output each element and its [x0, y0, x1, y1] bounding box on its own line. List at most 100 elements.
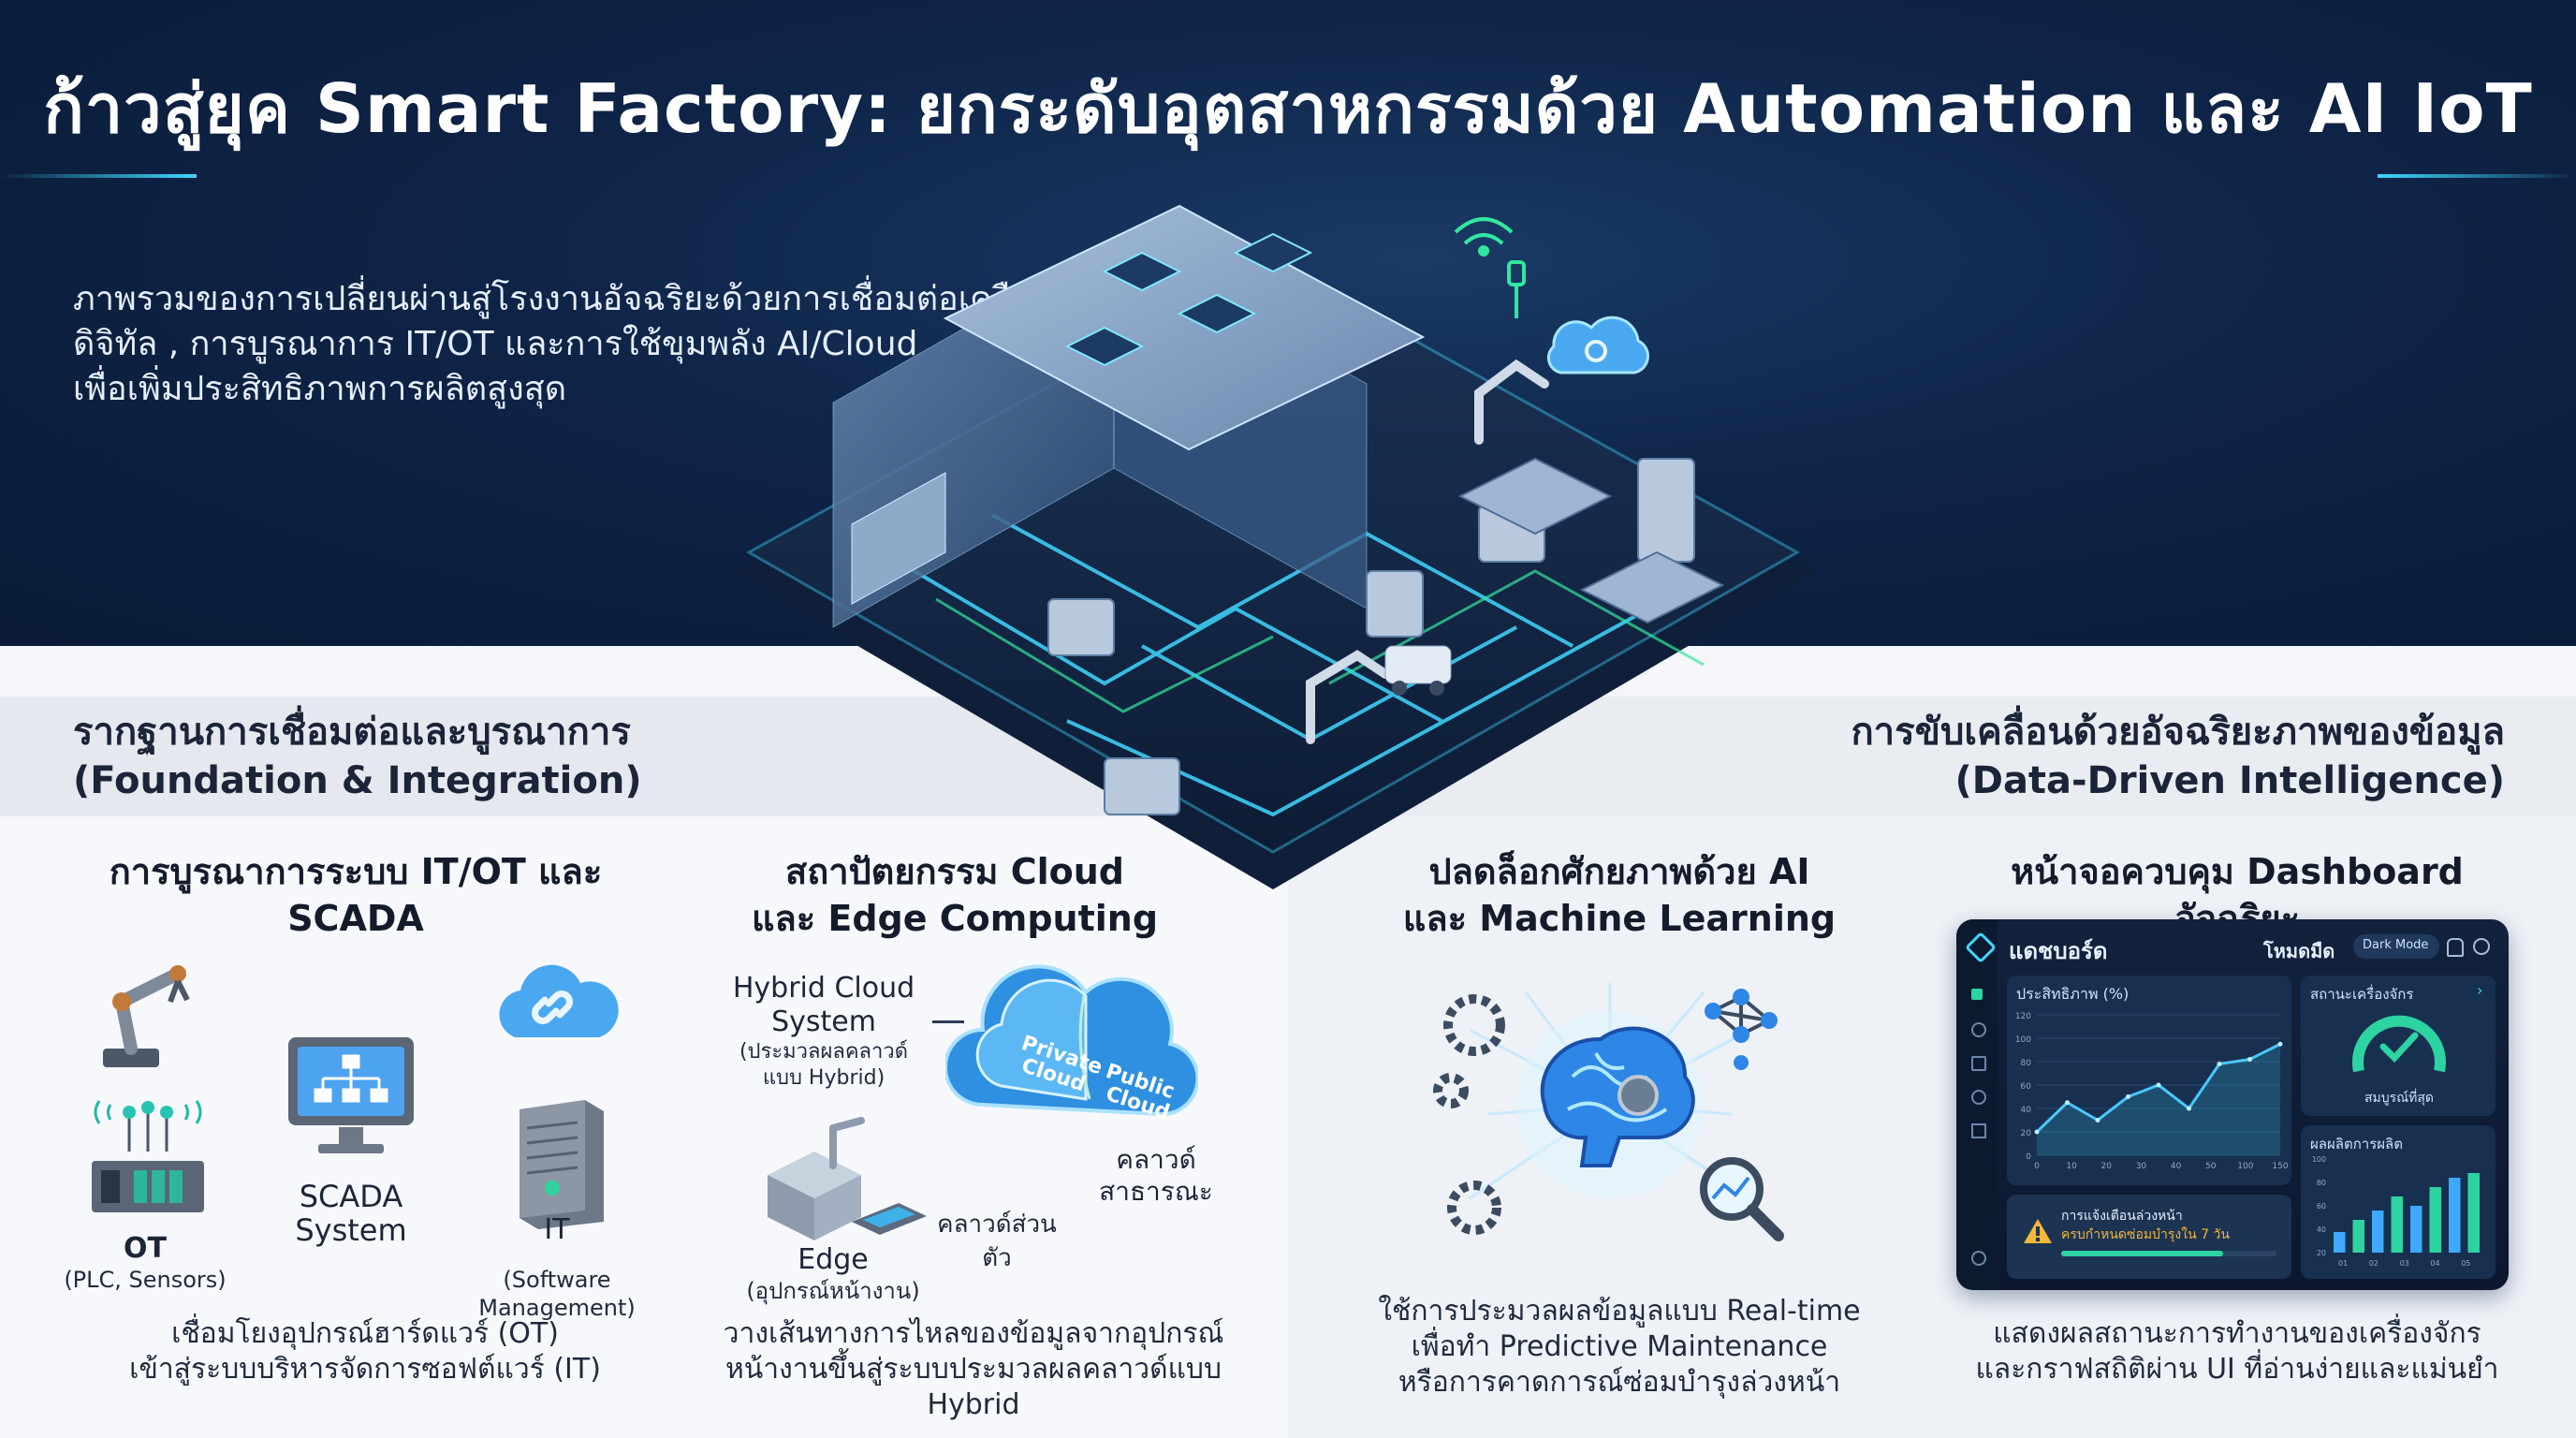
- scada-label-line: SCADA: [299, 1179, 403, 1214]
- sidebar-nav-icon[interactable]: [1971, 1123, 1986, 1138]
- y-tick-label: 60: [2021, 1082, 2032, 1092]
- machine-status-panel: [2301, 976, 2496, 1116]
- dashboard-sidebar: [1956, 919, 1998, 1290]
- ai-caption-line: เพื่อทำ Predictive Maintenance: [1411, 1330, 1828, 1363]
- sidebar-nav-icon[interactable]: [1971, 1022, 1986, 1037]
- output-bar: [2467, 1173, 2480, 1253]
- output-label: ผลผลิตการผลิต: [2310, 1136, 2403, 1152]
- efficiency-label: ประสิทธิภาพ (%): [2016, 985, 2130, 1003]
- x-tick-label: 50: [2205, 1162, 2217, 1171]
- efficiency-point: [2065, 1100, 2070, 1106]
- intelligence-heading-en: (Data-Driven Intelligence): [1954, 759, 2505, 802]
- output-bar: [2334, 1232, 2346, 1253]
- ai-title-line: ปลดล็อกศักยภาพด้วย AI: [1428, 851, 1810, 892]
- hybrid-cloud-icon: Private Cloud Public Cloud: [945, 964, 1198, 1124]
- maintenance-alert[interactable]: [2007, 1195, 2291, 1279]
- hybrid-cloud-sub-line: (ประมวลผลคลาวด์: [739, 1040, 909, 1064]
- gear-icon: [1433, 1073, 1469, 1108]
- output-bar: [2352, 1220, 2364, 1253]
- garage-door: [851, 472, 946, 605]
- output-x-tick: 03: [2400, 1259, 2409, 1268]
- efficiency-point: [2156, 1082, 2161, 1088]
- itot-title: การบูรณาการระบบ IT/OT และ SCADA: [109, 851, 603, 939]
- output-x-tick: 04: [2430, 1259, 2439, 1268]
- dashboard-mockup: แดชบอร์ด โหมดมืด Dark Mode ประสิทธิภาพ (…: [1956, 919, 2509, 1290]
- machine-unit: [1047, 598, 1115, 656]
- x-tick-label: 40: [2171, 1162, 2182, 1171]
- private-cloud-label: คลาวด์ส่วนตัว: [937, 1211, 1057, 1272]
- it-label: IT: [544, 1213, 570, 1246]
- ai-caption: ใช้การประมวลผลข้อมูลแบบ Real-time เพื่อท…: [1348, 1294, 1891, 1401]
- efficiency-point: [2034, 1129, 2040, 1135]
- hybrid-cloud-label-line: Hybrid Cloud: [732, 972, 915, 1005]
- scada-label: SCADA System: [271, 1180, 431, 1247]
- agv-vehicle: [1384, 645, 1452, 696]
- sidebar-nav-icon[interactable]: [1971, 989, 1983, 1000]
- dashboard-caption-line: แสดงผลสถานะการทำงานของเครื่องจักร: [1993, 1317, 2481, 1350]
- dark-mode-toggle[interactable]: Dark Mode: [2353, 934, 2439, 959]
- ai-brain-illustration: [1433, 983, 1784, 1241]
- intro-text: ภาพรวมของการเปลี่ยนผ่านสู่โรงงานอัจฉริยะ…: [73, 277, 1092, 412]
- output-bar: [2449, 1178, 2461, 1253]
- robot-arm-icon: [103, 965, 190, 1067]
- efficiency-point: [2277, 1041, 2283, 1047]
- y-tick-label: 0: [2026, 1152, 2031, 1162]
- sensor-icon: [1507, 260, 1526, 318]
- sidebar-nav-icon[interactable]: [1971, 1090, 1986, 1105]
- alert-progress-track: [2061, 1251, 2276, 1256]
- efficiency-point: [2187, 1106, 2191, 1111]
- efficiency-area: [2037, 1044, 2280, 1155]
- machine-status-label: สถานะเครื่องจักร: [2310, 986, 2414, 1003]
- output-y-tick: 40: [2317, 1225, 2326, 1234]
- hybrid-cloud-sublabel: (ประมวลผลคลาวด์ แบบ Hybrid): [721, 1039, 927, 1092]
- user-settings-icon[interactable]: [2473, 938, 2490, 955]
- dashboard-caption-line: และกราฟสถิติผ่าน UI ที่อ่านง่ายและแม่นยำ: [1975, 1353, 2499, 1386]
- machine-unit: [1104, 757, 1180, 815]
- foundation-section: [0, 816, 1288, 1438]
- notification-bell-icon[interactable]: [2447, 938, 2464, 957]
- magnifier-icon: [1700, 1157, 1784, 1241]
- sidebar-nav-icon[interactable]: [1971, 1056, 1986, 1071]
- factory-isometric-illustration: [730, 204, 1816, 889]
- intelligence-heading: การขับเคลื่อนด้วยอัจฉริยะภาพของข้อมูล (D…: [1666, 708, 2505, 805]
- machine-unit: [1637, 458, 1695, 563]
- y-tick-label: 120: [2015, 1012, 2031, 1021]
- dashboard-app-name: แดชบอร์ด: [2009, 938, 2108, 964]
- server-rack-icon: [520, 1100, 604, 1229]
- output-y-tick: 20: [2317, 1249, 2326, 1257]
- cloud-link-icon: [499, 964, 619, 1037]
- chevron-right-icon[interactable]: ›: [2477, 981, 2483, 999]
- output-bar: [2391, 1196, 2403, 1253]
- cloud-edge-title-line: และ Edge Computing: [751, 898, 1159, 939]
- cloud-caption-line: วางเส้นทางการไหลของข้อมูลจากอุปกรณ์: [723, 1317, 1224, 1350]
- y-tick-label: 100: [2015, 1035, 2031, 1045]
- check-icon: [2379, 1032, 2419, 1064]
- output-y-tick: 60: [2317, 1202, 2326, 1211]
- edge-device-icon: [768, 1117, 927, 1240]
- scada-monitor-icon: [288, 1037, 414, 1153]
- status-gauge: [2352, 1015, 2446, 1073]
- x-tick-label: 150: [2272, 1162, 2288, 1171]
- public-cloud-label-line: คลาวด์: [1116, 1144, 1196, 1175]
- warning-icon: [2024, 1219, 2052, 1243]
- cloud-edge-title: สถาปัตยกรรม Cloud และ Edge Computing: [693, 848, 1217, 942]
- x-tick-label: 0: [2034, 1162, 2040, 1171]
- left-glow-line: [0, 174, 197, 178]
- itot-caption-line: เข้าสู่ระบบบริหารจัดการซอฟต์แวร์ (IT): [129, 1353, 601, 1386]
- y-tick-label: 40: [2021, 1106, 2032, 1115]
- ot-sublabel: (PLC, Sensors): [64, 1267, 227, 1293]
- settings-icon[interactable]: [1971, 1251, 1986, 1266]
- intro-line: ภาพรวมของการเปลี่ยนผ่านสู่โรงงานอัจฉริยะ…: [73, 280, 1092, 318]
- public-cloud-label-line: สาธารณะ: [1099, 1176, 1213, 1207]
- hybrid-cloud-label: Hybrid Cloud System: [721, 972, 927, 1039]
- itot-caption-line: เชื่อมโยงอุปกรณ์ฮาร์ดแวร์ (OT): [171, 1317, 559, 1350]
- cloud-caption: วางเส้นทางการไหลของข้อมูลจากอุปกรณ์ หน้า…: [683, 1316, 1264, 1423]
- conveyor-belt: [1457, 457, 1613, 536]
- efficiency-panel: [2007, 976, 2291, 1185]
- it-sublabel: (Software Management): [478, 1267, 636, 1321]
- y-tick-label: 80: [2021, 1059, 2032, 1068]
- y-tick-label: 20: [2021, 1129, 2032, 1138]
- machine-unit: [1366, 570, 1424, 638]
- dark-mode-label: โหมดมืด: [2263, 940, 2335, 962]
